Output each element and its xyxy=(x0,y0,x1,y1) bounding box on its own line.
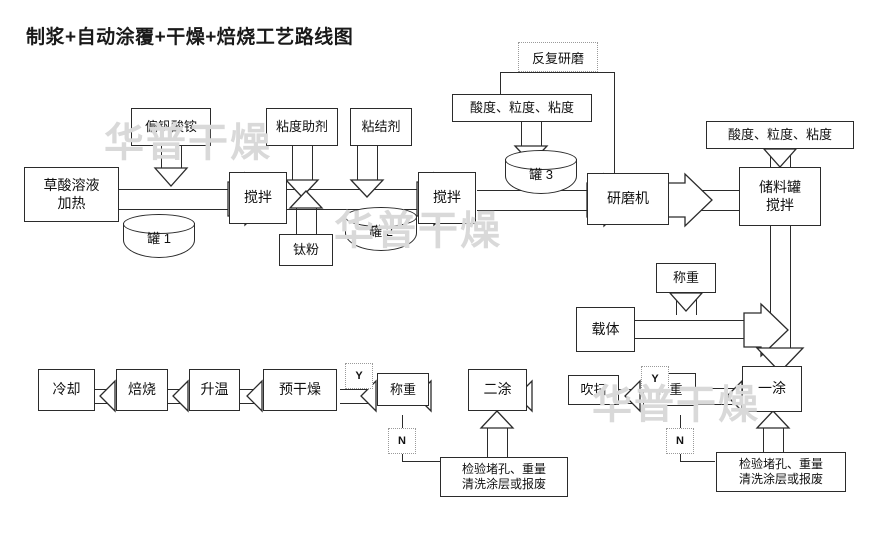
line-qc2-left xyxy=(770,149,772,167)
node-cooling[interactable]: 冷却 xyxy=(38,369,95,411)
node-grinder[interactable]: 研磨机 xyxy=(587,173,669,225)
line-inspect-right-up-left xyxy=(763,428,765,452)
arrowhead-ammonium-down xyxy=(153,167,189,187)
node-oxalic-acid-heating[interactable]: 草酸溶液 加热 xyxy=(24,167,119,222)
line-carrier-bottom xyxy=(634,338,744,340)
line-ammonium-left xyxy=(161,146,163,168)
line-calcine-cool-bottom xyxy=(95,403,115,405)
node-ammonium-metavanadate[interactable]: 偏钒酸铵 xyxy=(131,108,211,146)
node-pre-drying[interactable]: 预干燥 xyxy=(263,369,337,411)
arrowhead-calcine-to-cool xyxy=(99,379,116,413)
line-storage-down-right xyxy=(790,226,792,348)
line-regrind-vertical xyxy=(614,72,616,182)
node-repeat-grinding[interactable]: 反复研磨 xyxy=(518,42,598,72)
line-weigh2-n-right xyxy=(402,461,440,463)
inspect-right-line-1: 检验堵孔、重量 xyxy=(738,457,823,472)
line-predry-heat-top xyxy=(240,389,262,391)
line-viscosity-right xyxy=(312,146,314,180)
arrowhead-coat1-to-weigh1 xyxy=(726,379,743,413)
node-mix-2[interactable]: 搅拌 xyxy=(418,172,476,224)
node-heating-up[interactable]: 升温 xyxy=(189,369,240,411)
decision-label-no-right[interactable]: N xyxy=(666,428,694,454)
node-titanium-powder[interactable]: 钛粉 xyxy=(279,234,333,266)
node-inspect-left[interactable]: 检验堵孔、重量 清洗涂层或报废 xyxy=(440,457,568,497)
inspect-right-line-2: 清洗涂层或报废 xyxy=(738,472,823,486)
line-mix1-top xyxy=(287,189,417,191)
line-coat1-top xyxy=(677,388,742,390)
line-ti-left xyxy=(296,208,298,234)
tank-2-label: 罐 2 xyxy=(369,224,393,240)
arrowhead-inspect-left-up xyxy=(479,410,515,429)
tank-3[interactable]: 罐 3 xyxy=(505,150,577,194)
tank-1[interactable]: 罐 1 xyxy=(123,214,195,258)
node-inspect-right[interactable]: 检验堵孔、重量 清洗涂层或报废 xyxy=(716,452,846,492)
line-heat-calcine-top xyxy=(167,389,188,391)
line-weighcarrier-left xyxy=(676,293,678,315)
storage-line-1: 储料罐 xyxy=(759,179,801,196)
node-coat-1[interactable]: 一涂 xyxy=(742,366,802,412)
arrowhead-inspect-right-up xyxy=(755,410,791,429)
arrowhead-weigh1-to-blow xyxy=(624,379,641,413)
decision-label-yes-right[interactable]: Y xyxy=(641,366,669,392)
arrowhead-carrier-to-coat1 xyxy=(743,302,789,358)
arrowhead-grinder-to-storage xyxy=(667,172,713,228)
node-calcination[interactable]: 焙烧 xyxy=(116,369,168,411)
page-title: 制浆+自动涂覆+干燥+焙烧工艺路线图 xyxy=(26,27,354,48)
line-inspect-left-up-right xyxy=(507,428,509,457)
line-regrind-down xyxy=(500,72,502,94)
inspect-left-line-2: 清洗涂层或报废 xyxy=(461,477,546,491)
line-regrind-horizontal xyxy=(500,72,615,74)
tank-3-label: 罐 3 xyxy=(529,167,553,183)
line-carrier-top xyxy=(634,320,744,322)
line-ti-right xyxy=(316,208,318,234)
line-weigh1-n-right xyxy=(680,461,715,463)
node-storage-tank-mixing[interactable]: 储料罐 搅拌 xyxy=(739,167,821,226)
node-viscosity-aid[interactable]: 粘度助剂 xyxy=(266,108,338,146)
tank-2[interactable]: 罐 2 xyxy=(345,207,417,251)
node-blow-clean[interactable]: 吹扫 xyxy=(568,375,619,405)
line-inspect-right-up-right xyxy=(783,428,785,452)
line-storage-down-left xyxy=(770,226,772,348)
line-weighcarrier-right xyxy=(696,293,698,315)
decision-label-yes-left[interactable]: Y xyxy=(345,363,373,389)
line-calcine-cool-top xyxy=(95,389,115,391)
line-ammonium-right xyxy=(181,146,183,168)
line-weigh2-predry-bottom xyxy=(340,403,376,405)
line-binder-left xyxy=(357,146,359,180)
decision-label-no-left[interactable]: N xyxy=(388,428,416,454)
line-inspect-left-up-left xyxy=(487,428,489,457)
line-qc2-right xyxy=(790,149,792,167)
inspect-left-line-1: 检验堵孔、重量 xyxy=(461,462,546,477)
line-viscosity-left xyxy=(292,146,294,180)
tank-1-label: 罐 1 xyxy=(147,231,171,247)
arrowhead-predry-to-heat xyxy=(246,379,263,413)
node-quality-check-2[interactable]: 酸度、粒度、粘度 xyxy=(706,121,854,149)
node-quality-check-1[interactable]: 酸度、粒度、粘度 xyxy=(452,94,592,122)
line-mix1-bottom xyxy=(287,209,417,211)
line-mix2-bottom xyxy=(477,210,587,212)
line-oxalic-top xyxy=(118,189,228,191)
node-carrier[interactable]: 载体 xyxy=(576,307,635,352)
line-qc1-right xyxy=(541,122,543,146)
line-oxalic-bottom xyxy=(118,209,228,211)
storage-line-2: 搅拌 xyxy=(766,196,794,213)
node-weigh-2[interactable]: 称重 xyxy=(377,373,429,406)
line-weigh2-predry-top xyxy=(340,389,376,391)
line-binder-right xyxy=(377,146,379,180)
arrowhead-ti-up xyxy=(288,190,324,209)
node-binder[interactable]: 粘结剂 xyxy=(350,108,412,146)
arrowhead-heat-to-calcine xyxy=(172,379,189,413)
oxalic-line-2: 加热 xyxy=(57,194,86,211)
oxalic-line-1: 草酸溶液 xyxy=(43,177,100,194)
node-weigh-carrier[interactable]: 称重 xyxy=(656,263,716,293)
line-predry-heat-bottom xyxy=(240,403,262,405)
line-heat-calcine-bottom xyxy=(167,403,188,405)
node-coat-2[interactable]: 二涂 xyxy=(468,369,527,411)
node-mix-1[interactable]: 搅拌 xyxy=(229,172,287,224)
tank-1-top xyxy=(123,214,195,234)
line-coat1-bottom xyxy=(677,404,742,406)
line-qc1-left xyxy=(521,122,523,146)
